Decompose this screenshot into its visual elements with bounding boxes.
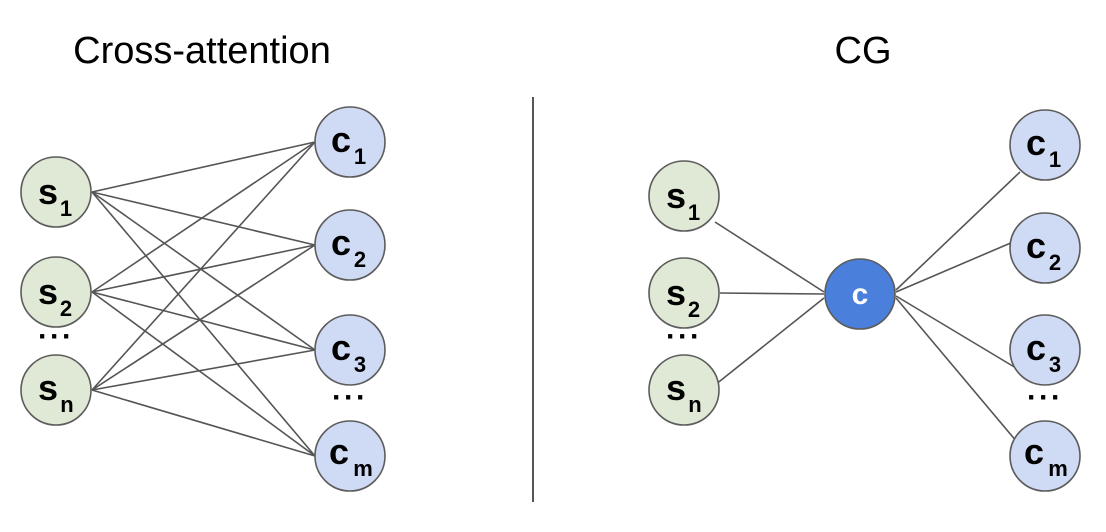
node-letter: s (38, 271, 58, 312)
node-letter: s (38, 171, 58, 212)
node-circle (648, 354, 720, 426)
node-subscript: 2 (688, 297, 700, 322)
right-s-ellipsis: ··· (666, 320, 702, 353)
node-subscript: 3 (1049, 352, 1061, 377)
node-letter: s (666, 272, 686, 313)
node-subscript: 1 (354, 144, 366, 169)
edge-s2-c1 (91, 141, 316, 293)
node-circle (20, 256, 92, 328)
cross-attention-edges (91, 141, 316, 457)
right-c-node-1: c 1 (1009, 109, 1081, 181)
right-panel-title: CG (835, 30, 892, 72)
edge-s2-c2 (91, 244, 316, 293)
edge-s1-cm (91, 191, 316, 457)
left-s-node-2: s 2 (20, 256, 92, 328)
node-circle (20, 156, 92, 228)
hub-circle (824, 258, 896, 330)
hub-label: c (852, 278, 869, 311)
edge-sn-c2 (91, 244, 316, 391)
edge-s2-hub (719, 292, 825, 295)
node-circle (314, 209, 386, 281)
node-letter: s (38, 367, 58, 408)
edge-s1-c2 (91, 191, 316, 246)
right-c-node-2: c 2 (1009, 212, 1081, 284)
edge-s2-cm (91, 291, 316, 457)
node-subscript: 1 (1049, 147, 1061, 172)
left-c-node-2: c 2 (314, 209, 386, 281)
left-c-ellipsis: ··· (332, 381, 368, 414)
node-subscript: n (60, 392, 73, 417)
node-letter: c (329, 431, 349, 472)
edge-s1-c1 (91, 141, 316, 193)
edge-sn-c1 (91, 141, 316, 391)
edge-hub-c3 (895, 295, 1017, 369)
node-subscript: 2 (1049, 250, 1061, 275)
edge-hub-cm (895, 297, 1023, 449)
cg-edges (714, 171, 1023, 449)
edge-hub-c2 (895, 241, 1014, 293)
node-letter: c (331, 119, 351, 160)
node-circle (1009, 212, 1081, 284)
node-subscript: 3 (354, 352, 366, 377)
node-subscript: 2 (354, 247, 366, 272)
edge-hub-c1 (895, 171, 1021, 291)
cg-hub-node: c (824, 258, 896, 330)
edge-s1-hub (714, 221, 825, 293)
edge-sn-hub (714, 297, 825, 386)
right-c-ellipsis: ··· (1027, 381, 1063, 414)
node-circle (314, 314, 386, 386)
node-circle (1009, 420, 1081, 492)
edge-s1-c3 (91, 191, 316, 351)
edge-s2-c3 (91, 291, 316, 351)
node-circle (648, 160, 720, 232)
left-panel-title: Cross-attention (73, 30, 331, 72)
node-subscript: 2 (60, 296, 72, 321)
node-subscript: 1 (60, 196, 72, 221)
left-s-node-n: s n (20, 354, 92, 426)
left-c-node-3: c 3 (314, 314, 386, 386)
node-subscript: m (353, 456, 373, 481)
left-c-node-m: c m (314, 420, 386, 492)
node-letter: s (666, 175, 686, 216)
node-circle (314, 420, 386, 492)
node-letter: c (331, 222, 351, 263)
node-subscript: m (1048, 456, 1068, 481)
node-letter: c (331, 327, 351, 368)
node-letter: c (1026, 225, 1046, 266)
node-letter: c (1026, 327, 1046, 368)
edge-sn-cm (91, 389, 316, 457)
node-subscript: 1 (688, 200, 700, 225)
right-c-node-m: c m (1009, 420, 1081, 492)
node-circle (314, 106, 386, 178)
node-circle (1009, 109, 1081, 181)
right-c-node-3: c 3 (1009, 314, 1081, 386)
left-c-node-1: c 1 (314, 106, 386, 178)
node-circle (20, 354, 92, 426)
left-s-node-1: s 1 (20, 156, 92, 228)
node-letter: c (1026, 122, 1046, 163)
right-s-node-2: s 2 (648, 257, 720, 329)
left-s-ellipsis: ··· (38, 320, 74, 353)
node-circle (648, 257, 720, 329)
node-letter: s (666, 367, 686, 408)
right-s-node-n: s n (648, 354, 720, 426)
node-circle (1009, 314, 1081, 386)
edge-sn-c3 (91, 349, 316, 391)
right-s-node-1: s 1 (648, 160, 720, 232)
node-subscript: n (688, 392, 701, 417)
node-letter: c (1024, 431, 1044, 472)
